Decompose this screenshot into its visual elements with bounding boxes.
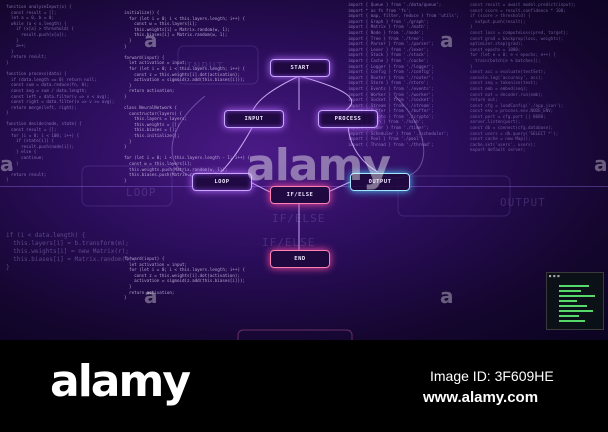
watermark-a-bottom-right: a — [440, 284, 454, 308]
image-id: Image ID: 3F609HE — [430, 368, 554, 384]
flow-node-process: PROCESS — [318, 110, 378, 128]
connector-arc-left — [171, 95, 221, 179]
connector-loop-ifelse — [249, 181, 271, 193]
connector-start-process-2 — [298, 75, 353, 111]
flow-node-loop: LOOP — [192, 173, 252, 191]
connector-input-loop — [220, 125, 254, 173]
ghost-label-input: INPUT — [186, 60, 225, 73]
ghost-node-top-left — [177, 45, 259, 85]
ghost-node-right — [397, 175, 511, 217]
code-column-center: initialize() { for (let i = 0; i < this.… — [124, 10, 251, 183]
watermark-a-bottom-left: a — [144, 284, 158, 308]
connector-ifelse-output — [327, 181, 351, 193]
footer-bar — [0, 340, 608, 432]
ghost-node-left — [81, 165, 173, 207]
connector-process-output — [347, 125, 379, 173]
watermark-alamy: alamy — [246, 140, 391, 191]
connector-start-input — [252, 75, 300, 111]
ghost-label-ifelse: IF/ELSE — [272, 212, 326, 225]
flow-node-start: START — [270, 59, 330, 77]
site-url: www.alamy.com — [423, 389, 539, 406]
flow-node-end: END — [270, 250, 330, 268]
ghost-label-loop: LOOP — [126, 186, 157, 199]
alamy-logo: alamy — [50, 356, 191, 407]
code-column-bottom-center: forward(input) { let activation = input;… — [124, 256, 246, 301]
watermark-a-top-left: a — [144, 28, 158, 52]
watermark-a-top-right: a — [440, 28, 454, 52]
ghost-label-ifelse-2: IF/ELSE — [262, 236, 316, 249]
flow-node-ifelse: IF/ELSE — [270, 186, 330, 204]
hero-image: function analyzeInput(x) { const result … — [0, 0, 608, 340]
code-column-far-right: const result = await model.predict(input… — [470, 2, 576, 153]
watermark-a-left: a — [0, 152, 14, 176]
code-column-left: function analyzeInput(x) { const result … — [6, 4, 115, 183]
mini-editor-panel: ■ ■ ■ — [546, 272, 604, 330]
ghost-label-output: OUTPUT — [500, 196, 546, 209]
watermark-a-right: a — [594, 152, 608, 176]
flow-node-output: OUTPUT — [350, 173, 410, 191]
ghost-node-bottom — [237, 329, 353, 340]
mini-editor-header: ■ ■ ■ — [549, 274, 560, 278]
code-column-bottom-left: if (i < data.length) { this.layers[i] = … — [6, 232, 137, 271]
flow-node-input: INPUT — [224, 110, 284, 128]
